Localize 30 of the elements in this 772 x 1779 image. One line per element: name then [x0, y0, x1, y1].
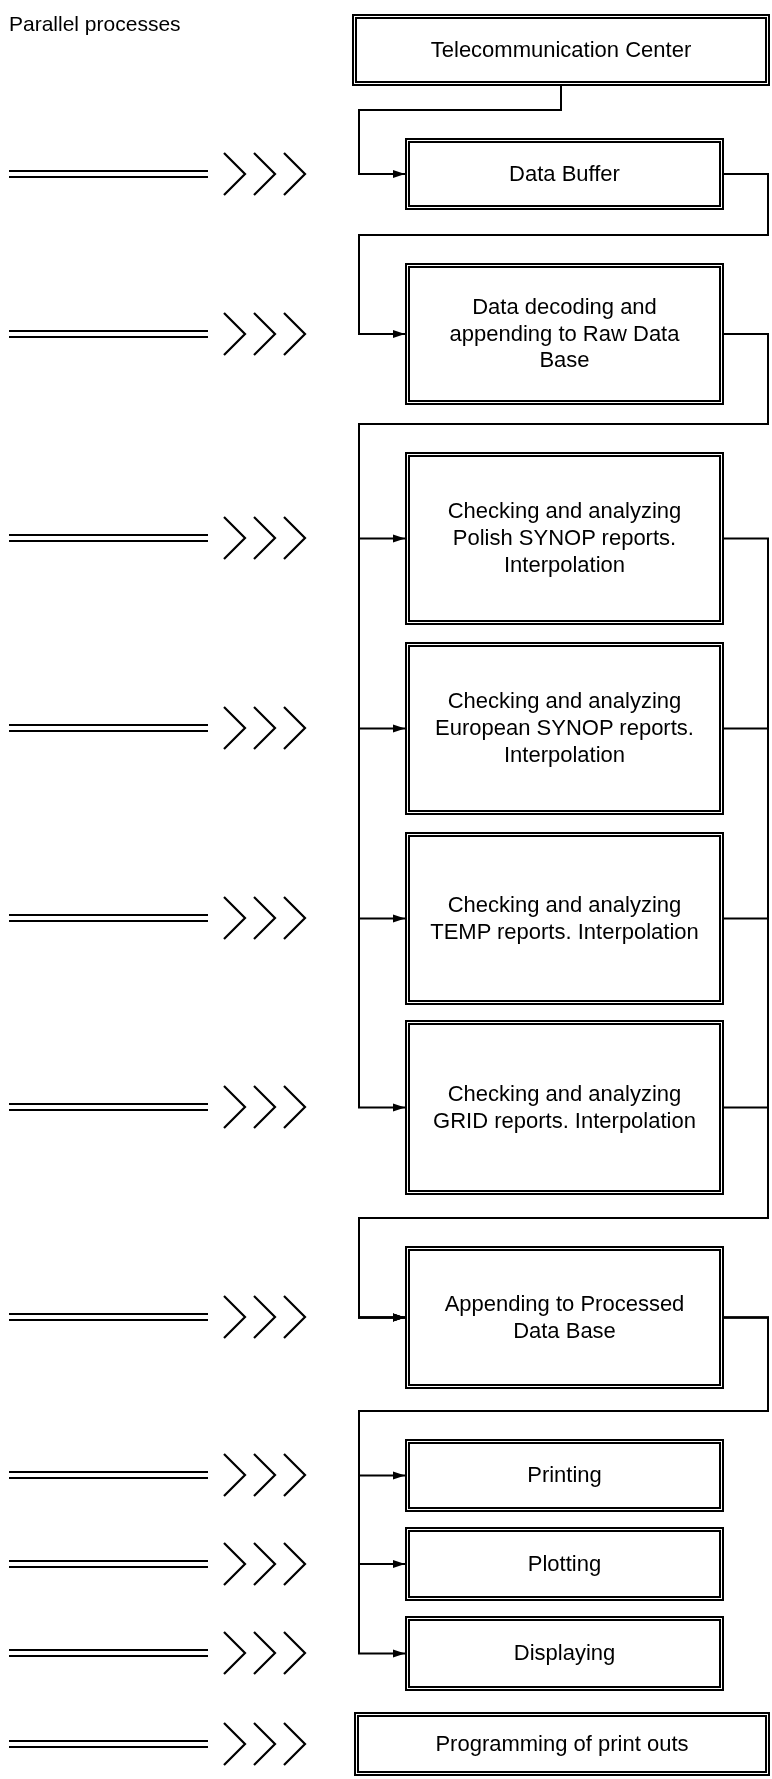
box-label: Plotting — [527, 1550, 602, 1578]
process-box — [405, 263, 724, 405]
process-box — [405, 1246, 724, 1389]
process-box — [354, 1712, 770, 1776]
box-label: Printing — [527, 1462, 602, 1489]
process-box — [405, 452, 724, 625]
box-label: Data decoding and appending to Raw Data Base — [448, 293, 681, 375]
process-box — [405, 1616, 724, 1691]
heading: Parallel processes — [9, 11, 181, 37]
connector-arrow — [358, 173, 769, 338]
connector-arrow — [358, 333, 769, 1112]
box-label: Programming of print outs — [435, 1730, 689, 1758]
box-label: Appending to Processed Data Base — [443, 1290, 686, 1345]
box-label: Checking and analyzing GRID reports. Interpolation — [432, 1080, 697, 1135]
process-box — [405, 138, 724, 210]
box-label: Displaying — [513, 1640, 616, 1667]
process-box — [405, 1527, 724, 1601]
box-label: Data Buffer — [509, 160, 620, 188]
process-box — [405, 1020, 724, 1195]
process-box — [405, 832, 724, 1005]
process-box — [352, 14, 770, 86]
connector-arrow — [358, 85, 562, 178]
connector-arrow — [358, 1106, 769, 1322]
process-box — [405, 642, 724, 815]
box-label: Checking and analyzing Polish SYNOP reports. Interpolation — [446, 498, 683, 579]
box-label: Checking and analyzing TEMP reports. Interpolation — [429, 891, 700, 946]
box-label: Checking and analyzing European SYNOP reports. Interpolation — [434, 688, 695, 769]
process-box — [405, 1439, 724, 1512]
box-label: Telecommunication Center — [430, 36, 692, 64]
connector-arrow — [358, 1316, 769, 1658]
